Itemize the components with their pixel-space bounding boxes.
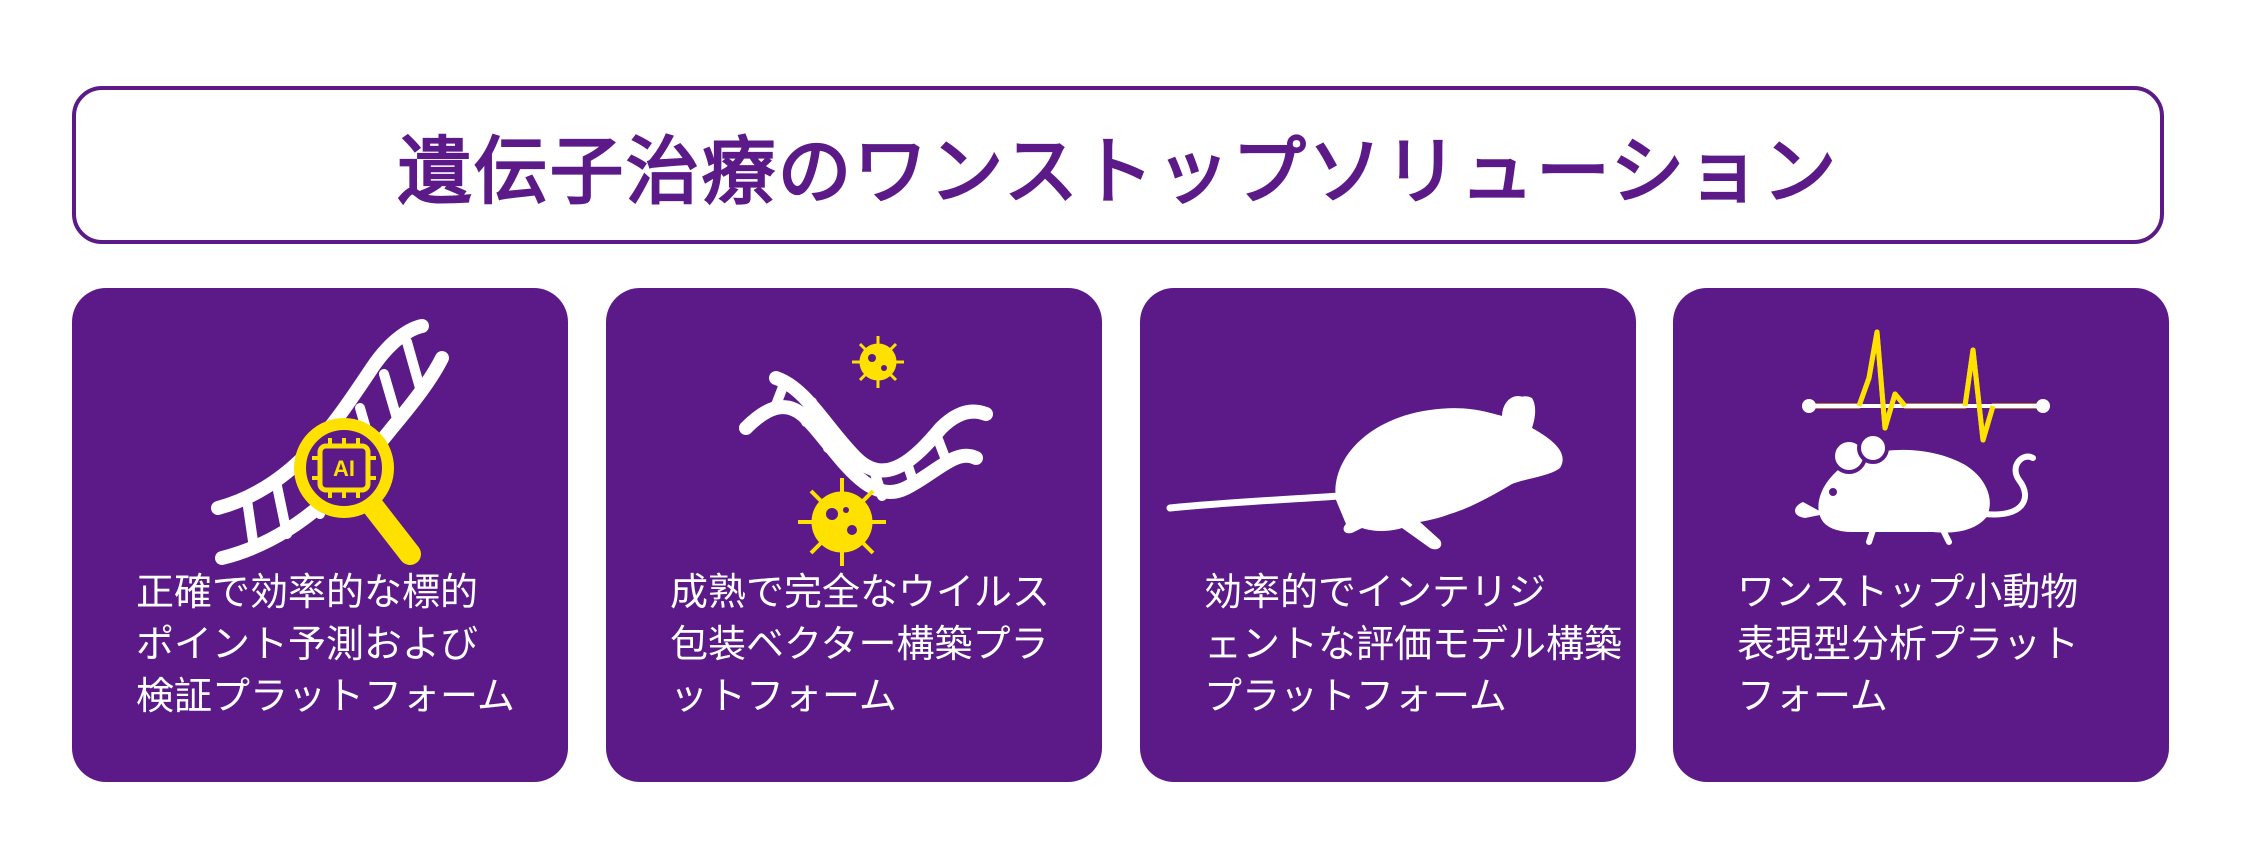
card-line: 表現型分析プラット — [1737, 622, 2080, 666]
page-title: 遺伝子治療のワンストップソリューション — [397, 128, 1839, 215]
card-phenotype-analysis: ワンストップ小動物 表現型分析プラット フォーム — [1673, 288, 2169, 782]
card-line: 成熟で完全なウイルス — [670, 570, 1051, 614]
card-evaluation-model: 効率的でインテリジ ェントな評価モデル構築 プラットフォーム — [1140, 288, 1636, 782]
card-line: 正確で効率的な標的 — [136, 570, 479, 614]
card-viral-vector: 成熟で完全なウイルス 包装ベクター構築プラ ットフォーム — [606, 288, 1102, 782]
card-line: ポイント予測および — [136, 622, 479, 666]
card-line: 検証プラットフォーム — [136, 674, 515, 718]
dna-virus-icon — [606, 318, 1102, 580]
card-line: ワンストップ小動物 — [1737, 570, 2079, 614]
card-line: 効率的でインテリジ — [1204, 570, 1547, 614]
dna-magnifier-ai-icon: AI — [72, 318, 568, 580]
card-line: ェントな評価モデル構築 — [1204, 622, 1623, 666]
mouse-icon — [1140, 318, 1636, 580]
card-line: プラットフォーム — [1204, 674, 1507, 718]
title-banner: 遺伝子治療のワンストップソリューション — [72, 86, 2164, 244]
ai-chip-label: AI — [333, 456, 355, 481]
card-line: 包装ベクター構築プラ — [670, 622, 1049, 666]
card-line: フォーム — [1737, 674, 1888, 718]
mouse-heartbeat-icon — [1673, 318, 2169, 580]
card-target-prediction: AI 正確で効率的な標的 ポイント予測および 検証プラットフォーム — [72, 288, 568, 782]
card-line: ットフォーム — [670, 674, 897, 718]
